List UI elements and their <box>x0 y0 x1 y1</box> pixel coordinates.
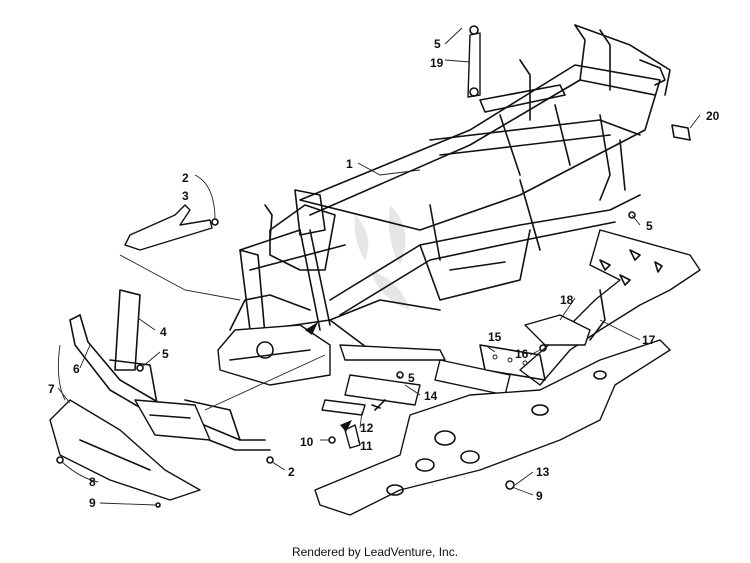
callout-7: 7 <box>48 382 55 396</box>
callout-6: 6 <box>73 362 80 376</box>
callout-17: 17 <box>642 333 656 347</box>
main-frame <box>217 24 671 386</box>
front-bumper <box>69 289 271 451</box>
callout-15: 15 <box>488 330 502 344</box>
render-credit: Rendered by LeadVenture, Inc. <box>291 545 459 559</box>
callout-20: 20 <box>706 109 720 123</box>
callout-9-right: 9 <box>536 489 543 503</box>
callout-11: 11 <box>360 439 373 453</box>
footrest-assembly <box>479 229 701 386</box>
callout-18: 18 <box>560 293 574 307</box>
callout-5-right: 5 <box>646 219 653 233</box>
callout-10: 10 <box>300 435 314 449</box>
callout-2-lower: 2 <box>288 465 295 479</box>
callout-16: 16 <box>515 347 529 361</box>
callout-3: 3 <box>182 189 189 203</box>
callout-5-top: 5 <box>434 37 441 51</box>
front-upper-bracket <box>124 204 219 251</box>
label-plate <box>671 124 691 141</box>
front-skid-plate <box>49 399 201 501</box>
callout-4: 4 <box>160 325 167 339</box>
callout-5-mid: 5 <box>408 371 415 385</box>
callout-19: 19 <box>430 56 444 70</box>
skid-strips <box>321 359 511 416</box>
callout-8: 8 <box>89 475 96 489</box>
leader-lines <box>57 27 701 506</box>
fasteners <box>136 211 636 508</box>
rear-brace <box>467 25 481 98</box>
callout-2-upper: 2 <box>182 171 189 185</box>
callout-14: 14 <box>424 389 438 403</box>
watermark-logo <box>354 205 410 310</box>
callout-5-left: 5 <box>162 347 169 361</box>
callout-labels: 5 19 20 1 2 3 5 4 5 6 7 8 9 2 10 11 12 1… <box>48 37 720 510</box>
main-skid-plate <box>314 339 671 516</box>
callout-9-left: 9 <box>89 496 96 510</box>
callout-1: 1 <box>346 157 353 171</box>
callout-12: 12 <box>360 421 374 435</box>
callout-13: 13 <box>536 465 550 479</box>
